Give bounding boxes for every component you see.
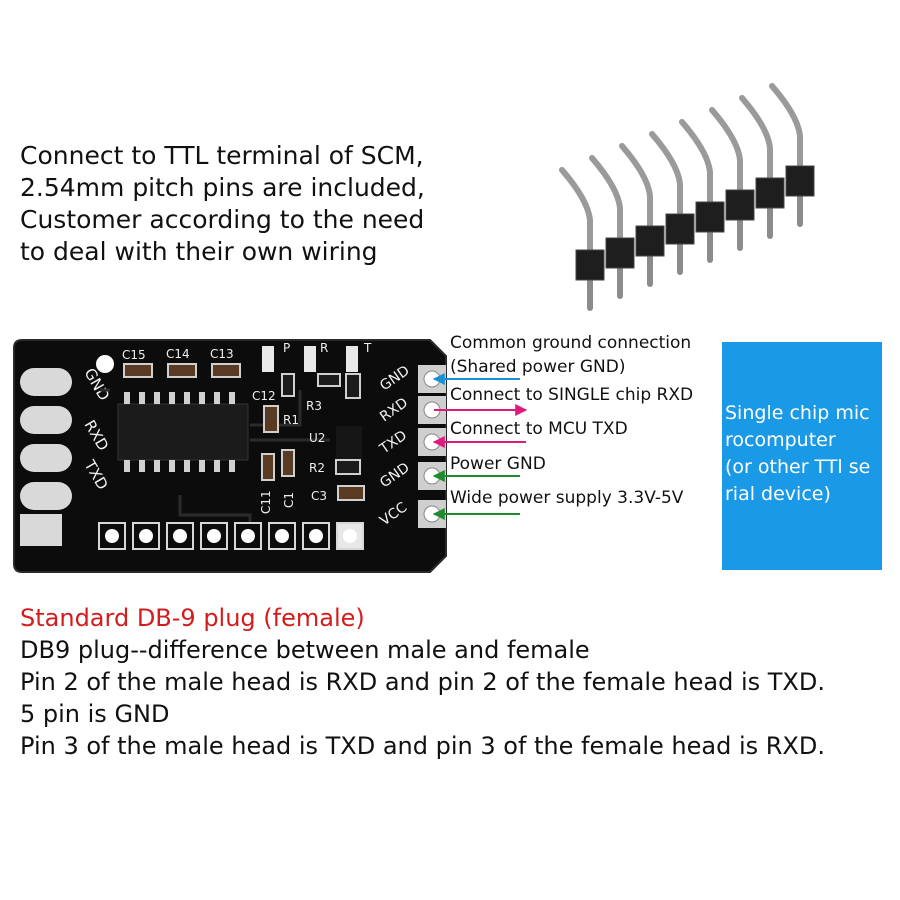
callout-shared-gnd: (Shared power GND) bbox=[450, 357, 626, 377]
component-label: C12 bbox=[252, 389, 276, 403]
chip-leg bbox=[124, 392, 130, 404]
intro-line: Customer according to the need bbox=[20, 205, 425, 234]
bottom-pin-pad bbox=[234, 522, 262, 550]
callout-common-ground: Common ground connection bbox=[450, 333, 692, 353]
led-label-r: R bbox=[320, 341, 328, 355]
edge-pad bbox=[20, 444, 72, 472]
header-pin bbox=[739, 95, 785, 239]
intro-text: Connect to TTL terminal of SCM, 2.54mm p… bbox=[20, 140, 460, 268]
chip-leg bbox=[124, 460, 130, 472]
chip-leg bbox=[214, 392, 220, 404]
component-label: C15 bbox=[122, 348, 146, 362]
edge-pad bbox=[20, 482, 72, 510]
component-label: C13 bbox=[210, 347, 234, 361]
bottom-pin-holes bbox=[98, 522, 364, 550]
bottom-pin-hole bbox=[343, 529, 357, 543]
pin-header-image bbox=[559, 83, 815, 311]
db9-line: Pin 2 of the male head is RXD and pin 2 … bbox=[20, 668, 825, 696]
pcb-trace bbox=[100, 388, 330, 530]
edge-pad bbox=[20, 406, 72, 434]
intro-line: to deal with their own wiring bbox=[20, 237, 378, 266]
bottom-pin-hole bbox=[309, 529, 323, 543]
header-pin bbox=[649, 131, 695, 275]
callout-power-gnd: Power GND bbox=[450, 454, 546, 474]
bottom-pin-hole bbox=[207, 529, 221, 543]
main-chip bbox=[117, 392, 249, 472]
component-label: C14 bbox=[166, 347, 190, 361]
usb-ttl-board-image: GND RXD TXD C15 C14 C13 C12 R1 R3 R4 U2 … bbox=[13, 339, 528, 573]
mcu-box-line: rocomputer bbox=[725, 429, 836, 451]
mounting-hole bbox=[96, 355, 114, 373]
component-label: C1 bbox=[282, 492, 296, 508]
db9-line: 5 pin is GND bbox=[20, 700, 170, 728]
bottom-pin-hole bbox=[105, 529, 119, 543]
right-pin-holes bbox=[418, 365, 446, 528]
callout-vcc: Wide power supply 3.3V-5V bbox=[450, 488, 684, 508]
bottom-pin-pad bbox=[132, 522, 160, 550]
component-label: R3 bbox=[306, 399, 322, 413]
chip-leg bbox=[184, 460, 190, 472]
header-pin bbox=[559, 167, 605, 311]
header-pin bbox=[679, 119, 725, 263]
intro-line: 2.54mm pitch pins are included, bbox=[20, 173, 425, 202]
mcu-box: Single chip mic rocomputer (or other TTl… bbox=[722, 342, 882, 570]
mcu-box-line: Single chip mic bbox=[725, 402, 870, 424]
edge-pad bbox=[20, 368, 72, 396]
intro-line: Connect to TTL terminal of SCM, bbox=[20, 141, 424, 170]
header-pin bbox=[619, 143, 665, 287]
component-label: C3 bbox=[311, 489, 327, 503]
chip-leg bbox=[199, 392, 205, 404]
component-label: R1 bbox=[283, 413, 299, 427]
header-pin bbox=[709, 107, 755, 251]
db9-heading: Standard DB-9 plug (female) bbox=[20, 604, 365, 632]
chip-leg bbox=[199, 460, 205, 472]
led-label-t: T bbox=[363, 341, 372, 355]
chip-leg bbox=[169, 392, 175, 404]
chip-leg bbox=[154, 460, 160, 472]
chip-leg bbox=[214, 460, 220, 472]
chip-leg bbox=[169, 460, 175, 472]
component-label: R2 bbox=[309, 461, 325, 475]
chip-leg bbox=[184, 392, 190, 404]
chip-leg bbox=[229, 392, 235, 404]
component-label: C11 bbox=[259, 490, 273, 514]
mcu-box-line: rial device) bbox=[725, 483, 831, 505]
db9-line: DB9 plug--difference between male and fe… bbox=[20, 636, 590, 664]
edge-pad bbox=[20, 514, 62, 546]
chip-leg bbox=[229, 460, 235, 472]
led-label-p: P bbox=[283, 341, 290, 355]
component-label: U2 bbox=[309, 431, 325, 445]
callout-rxd: Connect to SINGLE chip RXD bbox=[450, 385, 694, 405]
db9-section: Standard DB-9 plug (female) DB9 plug--di… bbox=[20, 602, 890, 762]
bottom-pin-hole bbox=[173, 529, 187, 543]
header-pin bbox=[589, 155, 635, 299]
bottom-pin-hole bbox=[275, 529, 289, 543]
chip-leg bbox=[154, 392, 160, 404]
mcu-box-line: (or other TTl se bbox=[725, 456, 871, 478]
smd-parts bbox=[123, 346, 365, 501]
callout-txd: Connect to MCU TXD bbox=[450, 419, 628, 439]
header-pin bbox=[769, 83, 815, 227]
bottom-pin-hole bbox=[139, 529, 153, 543]
chip-leg bbox=[139, 392, 145, 404]
bottom-pin-hole bbox=[241, 529, 255, 543]
chip-leg bbox=[139, 460, 145, 472]
db9-line: Pin 3 of the male head is TXD and pin 3 … bbox=[20, 732, 825, 760]
